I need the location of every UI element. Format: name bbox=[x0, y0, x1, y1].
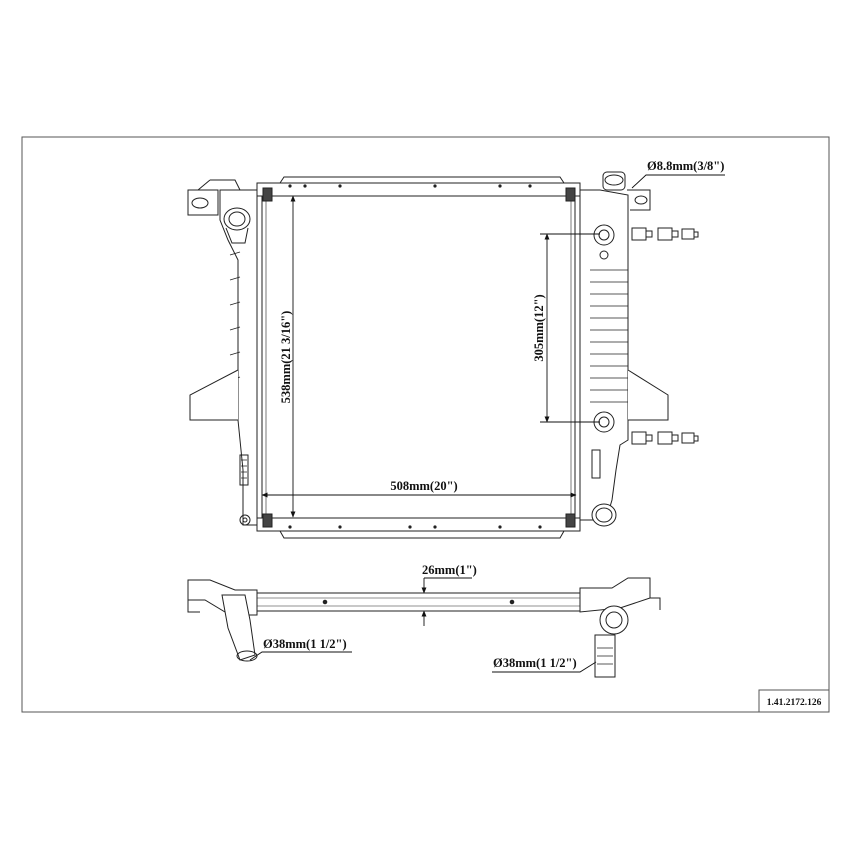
part-number: 1.41.2172.126 bbox=[767, 698, 822, 708]
mount-spacing-dimension: 305mm(12") bbox=[532, 294, 546, 361]
cap-neck-dimension: Ø8.8mm(3/8") bbox=[647, 159, 724, 173]
inlet-leader bbox=[249, 651, 352, 661]
upper-cooler-fitting bbox=[593, 224, 615, 260]
side-inlet-pipe bbox=[221, 594, 256, 661]
height-dimension: 538mm(21 3/16") bbox=[279, 311, 293, 404]
drawing-frame bbox=[21, 136, 830, 713]
tank-rivets bbox=[288, 184, 542, 529]
cap-neck-leader bbox=[631, 174, 725, 189]
outlet-leader bbox=[492, 661, 597, 673]
radiator-side-view bbox=[187, 577, 661, 678]
mount-spacing-dimension-line bbox=[540, 233, 600, 423]
side-core bbox=[256, 592, 581, 612]
part-number-box bbox=[758, 689, 830, 713]
left-side-tank bbox=[219, 189, 258, 526]
width-dimension: 508mm(20") bbox=[390, 479, 457, 493]
thickness-dimension: 26mm(1") bbox=[422, 563, 477, 577]
outlet-dimension: Ø38mm(1 1/2") bbox=[493, 656, 577, 670]
left-mount-bracket bbox=[189, 369, 239, 421]
filler-neck bbox=[602, 171, 651, 211]
bottom-header-tank bbox=[256, 517, 581, 532]
radiator-core bbox=[261, 195, 576, 519]
lower-fitting-adapters bbox=[631, 431, 699, 445]
right-mount-bracket bbox=[627, 369, 669, 421]
upper-fitting-adapters bbox=[631, 227, 699, 241]
side-outlet-pipe bbox=[594, 605, 629, 678]
outlet-fitting bbox=[591, 503, 617, 527]
inlet-fitting bbox=[223, 207, 251, 244]
thickness-dimension-line bbox=[421, 577, 472, 626]
inlet-dimension: Ø38mm(1 1/2") bbox=[263, 637, 347, 651]
